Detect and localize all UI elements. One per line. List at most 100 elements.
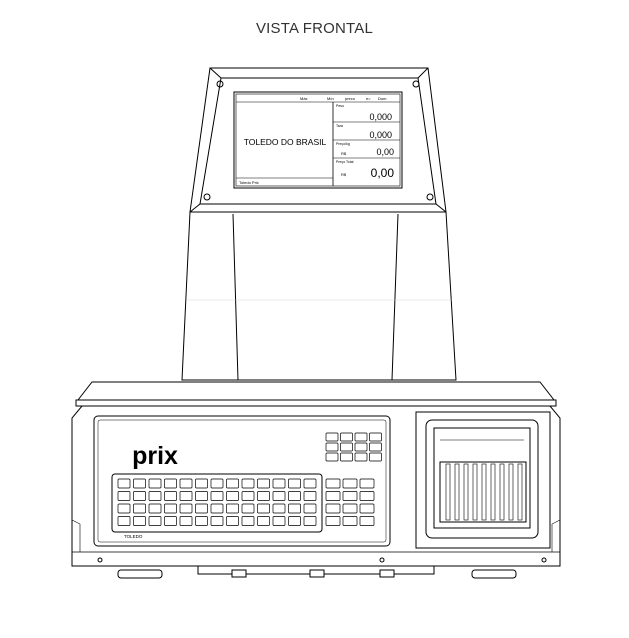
key[interactable] — [257, 478, 270, 489]
key[interactable] — [303, 478, 317, 489]
key[interactable] — [257, 491, 270, 501]
key[interactable] — [241, 478, 255, 489]
key[interactable] — [195, 478, 208, 489]
key[interactable] — [195, 516, 208, 526]
key[interactable] — [133, 478, 146, 489]
key[interactable] — [164, 516, 177, 526]
key[interactable] — [133, 503, 146, 514]
key[interactable] — [164, 491, 177, 501]
key[interactable] — [164, 503, 177, 514]
key[interactable] — [133, 491, 146, 501]
side-key[interactable] — [359, 503, 375, 514]
key[interactable] — [226, 478, 239, 489]
key[interactable] — [303, 503, 317, 514]
key[interactable] — [303, 516, 317, 526]
key[interactable] — [288, 478, 301, 489]
key[interactable] — [272, 503, 286, 514]
key[interactable] — [272, 516, 286, 526]
key[interactable] — [226, 503, 239, 514]
key[interactable] — [210, 478, 224, 489]
key[interactable] — [210, 491, 224, 501]
key[interactable] — [272, 478, 286, 489]
model-label: TOLEDO — [124, 534, 143, 539]
weight-value: 0,000 — [369, 112, 392, 122]
side-key[interactable] — [325, 516, 341, 526]
key[interactable] — [257, 516, 270, 526]
key[interactable] — [179, 491, 193, 501]
key[interactable] — [179, 516, 193, 526]
page-title: VISTA FRONTAL — [255, 20, 374, 37]
key[interactable] — [148, 491, 162, 501]
foot — [117, 569, 163, 579]
function-key[interactable] — [340, 442, 353, 452]
display-header-min: Mín — [327, 96, 334, 101]
key[interactable] — [133, 516, 146, 526]
total-currency-label: R$ — [341, 172, 347, 177]
key[interactable] — [226, 491, 239, 501]
feet — [97, 557, 547, 579]
function-key[interactable] — [325, 432, 339, 442]
foot — [379, 569, 395, 578]
side-key[interactable] — [342, 516, 358, 526]
key[interactable] — [179, 503, 193, 514]
function-key[interactable] — [340, 452, 353, 462]
printer-slot — [499, 463, 505, 521]
function-key[interactable] — [369, 452, 382, 462]
key[interactable] — [241, 516, 255, 526]
key[interactable] — [117, 491, 131, 501]
side-key[interactable] — [325, 503, 341, 514]
side-key[interactable] — [359, 491, 375, 501]
key[interactable] — [210, 516, 224, 526]
function-key[interactable] — [354, 452, 368, 462]
key[interactable] — [303, 491, 317, 501]
side-key[interactable] — [342, 503, 358, 514]
key[interactable] — [288, 491, 301, 501]
key[interactable] — [241, 491, 255, 501]
key[interactable] — [257, 503, 270, 514]
screw-icon — [216, 80, 224, 88]
tare-value: 0,000 — [369, 130, 392, 140]
side-key[interactable] — [359, 478, 375, 489]
key[interactable] — [164, 478, 177, 489]
key[interactable] — [288, 516, 301, 526]
unit-price-label: Preço/kg — [336, 142, 350, 146]
key[interactable] — [148, 516, 162, 526]
key[interactable] — [179, 478, 193, 489]
prix-logo: prix — [132, 442, 178, 470]
key[interactable] — [195, 491, 208, 501]
printer-slot — [481, 463, 487, 521]
screw-icon — [412, 80, 420, 88]
printer-slot — [463, 463, 469, 521]
keypad-area — [111, 473, 323, 533]
function-key[interactable] — [340, 432, 353, 442]
key[interactable] — [148, 478, 162, 489]
side-keys — [325, 478, 375, 526]
side-key[interactable] — [325, 478, 341, 489]
key[interactable] — [117, 516, 131, 526]
key[interactable] — [210, 503, 224, 514]
function-key[interactable] — [354, 432, 368, 442]
side-key[interactable] — [342, 478, 358, 489]
function-key[interactable] — [325, 452, 339, 462]
key[interactable] — [148, 503, 162, 514]
total-value: 0,00 — [371, 166, 395, 180]
key[interactable] — [117, 478, 131, 489]
side-key[interactable] — [325, 491, 341, 501]
function-key[interactable] — [325, 442, 339, 452]
key[interactable] — [241, 503, 255, 514]
key[interactable] — [195, 503, 208, 514]
printer-slot — [508, 463, 514, 521]
keypad — [117, 478, 317, 526]
key[interactable] — [117, 503, 131, 514]
function-key[interactable] — [369, 442, 382, 452]
function-key[interactable] — [369, 432, 382, 442]
key[interactable] — [288, 503, 301, 514]
printer-slots — [445, 463, 523, 521]
weight-label: Peso — [336, 104, 344, 108]
side-key[interactable] — [342, 491, 358, 501]
side-key[interactable] — [359, 516, 375, 526]
function-key[interactable] — [354, 442, 368, 452]
printer-slot — [517, 463, 523, 521]
key[interactable] — [272, 491, 286, 501]
key[interactable] — [226, 516, 239, 526]
